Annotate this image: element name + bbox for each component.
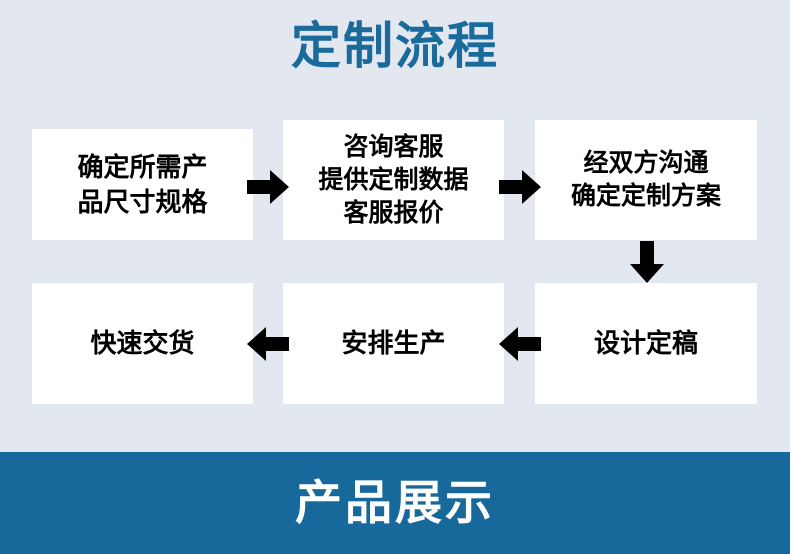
arrow-left-icon — [247, 325, 289, 363]
arrow-right-icon — [247, 168, 289, 206]
flow-step-line: 咨询客服 — [343, 132, 444, 161]
banner-title: 产品展示 — [295, 476, 495, 530]
flow-step-fast-delivery: 快速交货 — [32, 283, 253, 404]
flow-step-line: 经双方沟通 — [583, 149, 709, 177]
flow-step-consult-service: 咨询客服 提供定制数据 客服报价 — [283, 120, 504, 240]
flow-step-line: 提供定制数据 — [318, 165, 469, 194]
flow-step-confirm-specs: 确定所需产 品尺寸规格 — [32, 129, 253, 240]
arrow-right-icon — [499, 168, 541, 206]
page-title: 定制流程 — [291, 18, 499, 74]
product-showcase-banner: 产品展示 — [0, 452, 790, 554]
flow-step-line: 确定所需产 — [77, 152, 208, 183]
flow-step-line: 客服报价 — [343, 198, 444, 227]
flow-step-line: 安排生产 — [341, 328, 446, 359]
arrow-left-icon — [499, 325, 541, 363]
flow-step-line: 快速交货 — [90, 328, 195, 359]
arrow-down-icon — [628, 241, 666, 283]
flow-step-line: 设计定稿 — [593, 328, 698, 359]
flow-step-arrange-production: 安排生产 — [283, 283, 504, 404]
flow-step-line: 确定定制方案 — [570, 182, 721, 210]
flow-step-line: 品尺寸规格 — [77, 186, 208, 217]
flow-step-design-finalized: 设计定稿 — [535, 283, 757, 404]
flow-step-confirm-plan: 经双方沟通 确定定制方案 — [535, 120, 757, 240]
